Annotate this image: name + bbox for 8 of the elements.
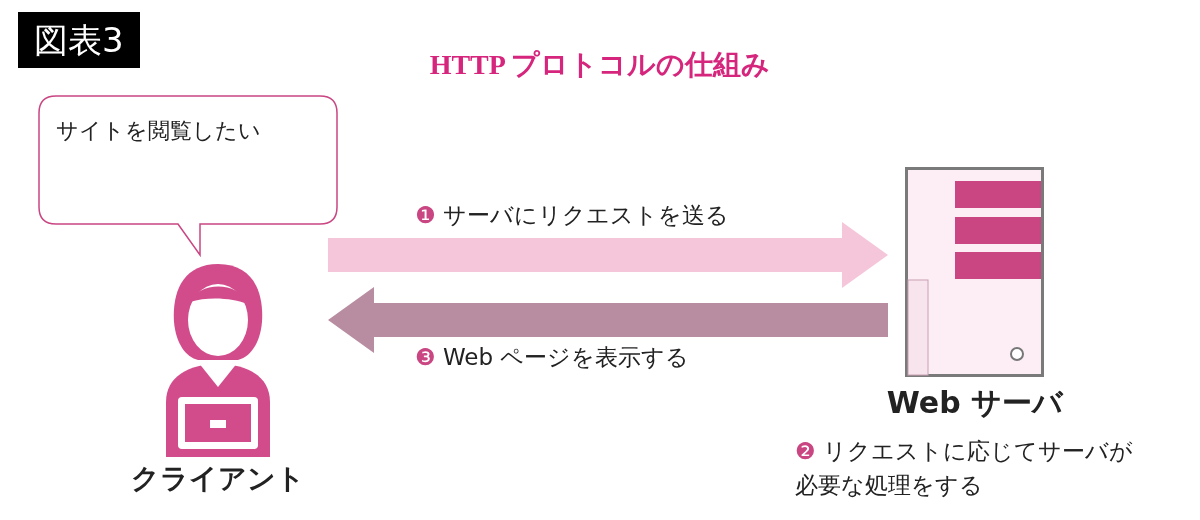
speech-bubble [38, 95, 338, 257]
speech-text: サイトを閲覧したい [56, 117, 262, 145]
block-arrow [328, 287, 888, 353]
annotation-text: ❷ リクエストに応じてサーバが必要な処理をする [795, 437, 1134, 500]
diagram-title: HTTP プロトコルの仕組み [428, 48, 772, 82]
node-label: クライアント [129, 461, 306, 497]
node-label: Web サーバ [885, 384, 1065, 422]
figure-number-badge: 図表3 [18, 12, 140, 68]
